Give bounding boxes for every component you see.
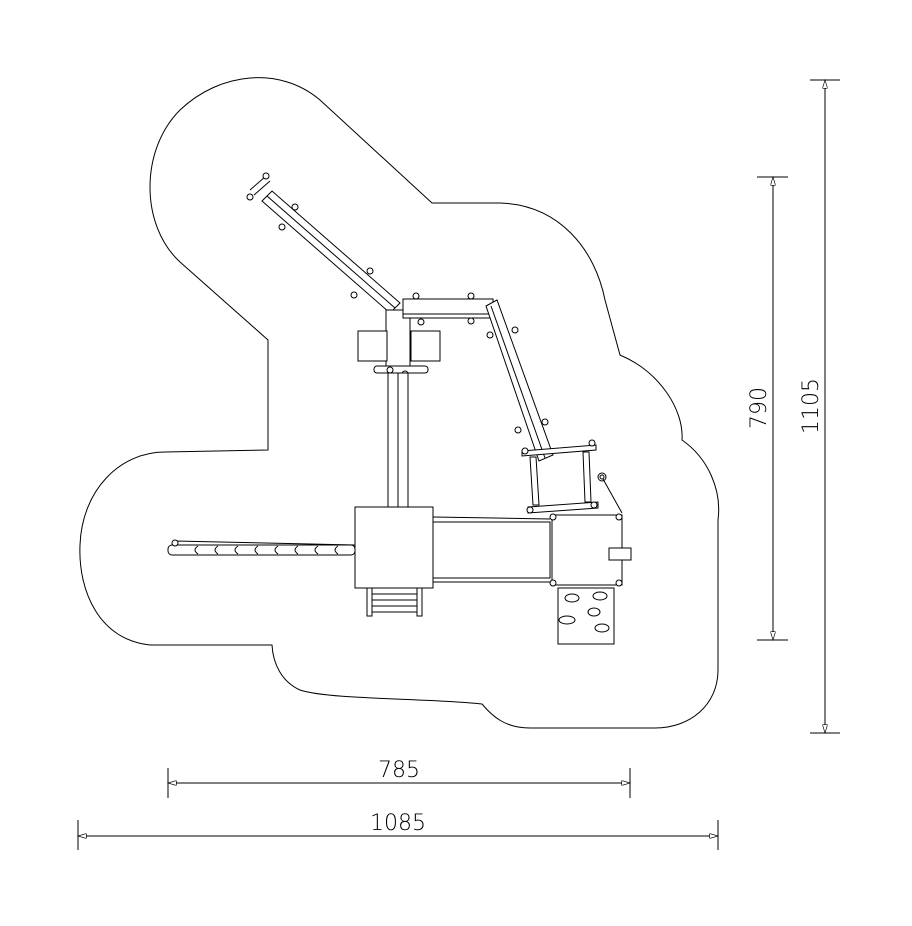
panel-left xyxy=(357,330,388,362)
main-platform xyxy=(354,506,434,589)
dimension-total-width xyxy=(78,820,718,850)
top-beam xyxy=(402,298,494,319)
play-structure xyxy=(167,172,632,645)
dimension-structure-width xyxy=(168,768,630,798)
label-structure-width: 785 xyxy=(378,758,420,783)
label-structure-height: 790 xyxy=(747,387,772,429)
bridge xyxy=(432,521,551,579)
swing-frame xyxy=(521,439,623,514)
label-total-height: 1105 xyxy=(799,378,824,434)
tower-top xyxy=(385,309,411,367)
climbing-wall xyxy=(557,587,615,645)
horizontal-ladder xyxy=(167,539,356,556)
diagonal-beam-right xyxy=(485,299,554,462)
diagonal-slide-left xyxy=(246,172,401,314)
stairs xyxy=(366,587,423,617)
panel-right xyxy=(410,330,441,362)
dimension-structure-height xyxy=(757,177,788,640)
label-total-width: 1085 xyxy=(370,811,426,836)
dimension-total-height xyxy=(810,80,840,733)
safety-zone-outline xyxy=(79,77,720,729)
right-platform xyxy=(551,514,623,586)
